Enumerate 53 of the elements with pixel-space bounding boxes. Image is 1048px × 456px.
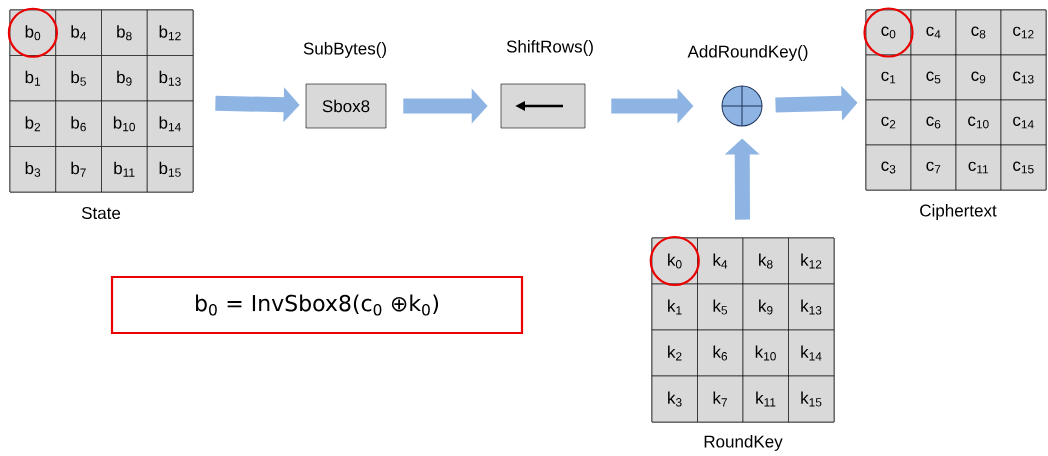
grid-cell: k$_{8}$ (742, 237, 789, 285)
grid-cell: c$_{5}$ (910, 54, 957, 101)
grid-label: Ciphertext (920, 204, 997, 220)
grid-cell: b$_{1}$ (9, 55, 57, 102)
grid-cell: k$_{13}$ (788, 283, 835, 331)
grid-cell: c$_{6}$ (910, 99, 957, 146)
grid-cell: k$_{7}$ (697, 375, 744, 423)
grid-cell: k$_{14}$ (788, 329, 835, 377)
process-box: Sbox8 (305, 83, 387, 129)
grid-cell: k$_{15}$ (788, 375, 835, 423)
grid-cell: k$_{0}$ (651, 237, 698, 285)
grid-cell: c$_{11}$ (955, 144, 1002, 191)
grid-cell: b$_{13}$ (146, 55, 194, 102)
grid-cell: c$_{15}$ (1000, 144, 1047, 191)
grid-cell: k$_{10}$ (742, 329, 789, 377)
grid-cell: c$_{13}$ (1000, 54, 1047, 101)
grid-cell: c$_{9}$ (955, 54, 1002, 101)
grid-cell: b$_{10}$ (101, 100, 148, 147)
grid-cell: k$_{4}$ (697, 237, 744, 285)
grid-cell: b$_{7}$ (55, 146, 102, 193)
formula-box: b$_{0}$ = InvSbox8(c$_{0}$ ⊕k$_{0}$) (110, 275, 524, 335)
grid-label: RoundKey (704, 435, 783, 451)
grid-cell: c$_{10}$ (955, 99, 1002, 146)
grid-cell: b$_{15}$ (146, 146, 194, 193)
grid-cell: c$_{12}$ (1000, 9, 1047, 56)
grid-cell: b$_{5}$ (55, 55, 102, 102)
grid-cell: c$_{3}$ (865, 144, 912, 191)
grid-cell: c$_{7}$ (910, 144, 957, 191)
grid-cell: k$_{1}$ (651, 283, 698, 331)
grid-cell: b$_{9}$ (101, 55, 148, 102)
grid-cell: b$_{3}$ (9, 146, 57, 193)
step-label: SubBytes() (303, 42, 386, 58)
grid-label: State (81, 207, 121, 220)
grid-cell: k$_{6}$ (697, 329, 744, 377)
step-label: AddRoundKey() (687, 45, 808, 61)
grid-cell: b$_{8}$ (101, 9, 148, 56)
grid-cell: b$_{14}$ (146, 100, 194, 147)
grid-cell: k$_{2}$ (651, 329, 698, 377)
grid-cell: c$_{8}$ (955, 9, 1002, 56)
grid-cell: k$_{3}$ (651, 375, 698, 423)
grid-cell: c$_{14}$ (1000, 99, 1047, 146)
grid-cell: k$_{11}$ (742, 375, 789, 423)
grid-cell: k$_{12}$ (788, 237, 835, 285)
grid-cell: k$_{9}$ (742, 283, 789, 331)
grid-cell: b$_{6}$ (55, 100, 102, 147)
grid-cell: b$_{2}$ (9, 100, 57, 147)
grid-cell: b$_{11}$ (101, 146, 148, 193)
grid-cell: k$_{5}$ (697, 283, 744, 331)
grid-cell: b$_{0}$ (9, 9, 57, 56)
step-label: ShiftRows() (506, 40, 593, 56)
grid-cell: b$_{4}$ (55, 9, 102, 56)
grid-cell: b$_{12}$ (146, 9, 194, 56)
grid-cell: c$_{2}$ (865, 99, 912, 146)
